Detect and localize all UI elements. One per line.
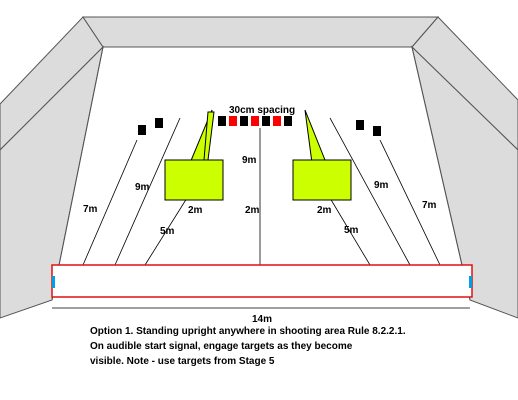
distance-label-left-prop: 2m — [188, 205, 203, 216]
distance-label-right-mid: 9m — [374, 180, 389, 191]
target-left-2 — [155, 118, 163, 128]
target-left-1 — [138, 125, 146, 135]
distance-label-left-inner: 5m — [160, 226, 175, 237]
width-label: 14m — [252, 314, 272, 325]
vision-barrier-left-pole — [203, 111, 215, 161]
instruction-line-3: visible. Note - use targets from Stage 5 — [90, 356, 275, 367]
center-targets — [218, 116, 292, 126]
instruction-line-2: On audible start signal, engage targets … — [90, 341, 353, 352]
distance-label-center-bottom: 2m — [245, 205, 260, 216]
instruction-line-1: Option 1. Standing upright anywhere in s… — [90, 326, 406, 337]
prop-wall-right — [292, 159, 352, 201]
fault-line-right-end — [469, 276, 472, 288]
berm-wall-right — [411, 16, 518, 151]
distance-label-right-outer: 7m — [422, 200, 437, 211]
berm-walls — [0, 16, 518, 319]
distance-label-left-mid: 9m — [135, 182, 150, 193]
target-right-2 — [373, 126, 381, 136]
prop-wall-left — [164, 159, 224, 201]
lane-line-right-inner — [329, 197, 371, 266]
center-target-1 — [218, 116, 226, 126]
center-target-4 — [251, 116, 259, 126]
lane-line-right-outer — [379, 139, 441, 266]
center-target-6 — [273, 116, 281, 126]
center-target-3 — [240, 116, 248, 126]
lane-line-left-inner — [144, 197, 188, 266]
distance-label-left-outer: 7m — [83, 204, 98, 215]
lane-line-left-outer — [82, 139, 138, 266]
distance-label-right-inner: 5m — [344, 225, 359, 236]
fault-line-left-end — [52, 276, 55, 288]
spacing-label: 30cm spacing — [229, 105, 295, 116]
floor-edge-left — [51, 46, 104, 301]
lane-lines — [52, 117, 470, 309]
stage-instructions: Option 1. Standing upright anywhere in s… — [90, 324, 500, 369]
shooting-area — [51, 264, 473, 298]
distance-label-center-top: 9m — [242, 155, 257, 166]
vision-barrier-right — [304, 109, 326, 164]
lane-line-right-mid — [329, 117, 411, 266]
center-target-5 — [262, 116, 270, 126]
center-target-2 — [229, 116, 237, 126]
berm-wall-back — [82, 16, 440, 48]
side-targets — [138, 118, 381, 136]
floor-edge-right — [411, 46, 471, 301]
lane-line-left-mid — [114, 117, 181, 266]
center-target-7 — [284, 116, 292, 126]
target-right-1 — [356, 120, 364, 130]
distance-label-right-prop: 2m — [317, 205, 332, 216]
